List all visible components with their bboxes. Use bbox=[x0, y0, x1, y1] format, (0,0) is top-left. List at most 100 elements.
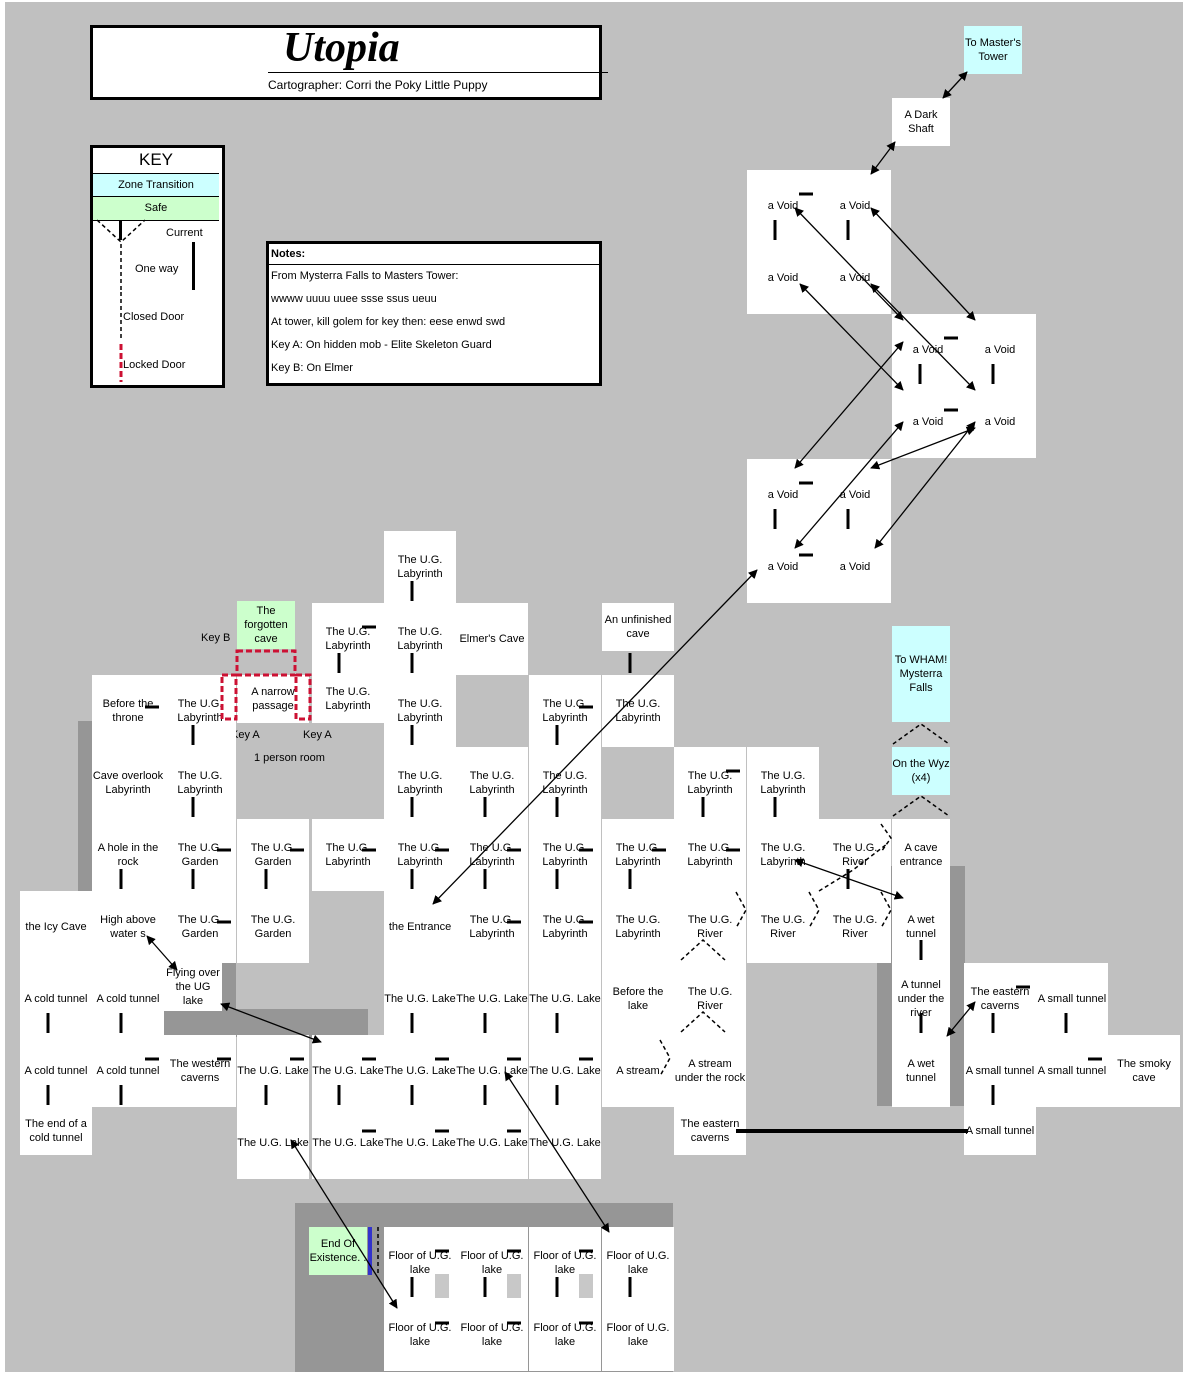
two-way-arrow bbox=[794, 858, 904, 900]
vertical-passage bbox=[991, 1013, 995, 1033]
horizontal-passage bbox=[726, 769, 740, 773]
room-void[interactable]: a Void bbox=[964, 314, 1036, 386]
room-void[interactable]: a Void bbox=[964, 386, 1036, 458]
room-cave-overlook[interactable]: Cave overlook Labyrinth bbox=[92, 747, 164, 819]
room-cold-tunnel[interactable]: A cold tunnel bbox=[20, 1035, 92, 1107]
room-floor-ug-lake[interactable]: Floor of U.G. lake bbox=[602, 1299, 674, 1371]
horizontal-passage bbox=[579, 1057, 593, 1061]
room-forgotten-cave[interactable]: The forgotten cave bbox=[237, 601, 295, 649]
notes-line: At tower, kill golem for key then: eese … bbox=[271, 316, 506, 328]
horizontal-passage bbox=[217, 920, 231, 924]
room-void[interactable]: a Void bbox=[747, 531, 819, 603]
room-small-tunnel[interactable]: A small tunnel bbox=[964, 1035, 1036, 1107]
horizontal-passage bbox=[362, 1057, 376, 1061]
key-a-label: Key A bbox=[303, 729, 332, 741]
room-ug-garden[interactable]: The U.G. Garden bbox=[164, 819, 236, 891]
room-floor-ug-lake[interactable]: Floor of U.G. lake bbox=[602, 1227, 674, 1299]
vertical-passage bbox=[119, 869, 123, 889]
horizontal-passage bbox=[726, 848, 740, 852]
room-ug-lake[interactable]: The U.G. Lake bbox=[237, 1035, 309, 1107]
room-cold-tunnel[interactable]: A cold tunnel bbox=[20, 963, 92, 1035]
room-cold-tunnel[interactable]: A cold tunnel bbox=[92, 1035, 164, 1107]
horizontal-passage bbox=[435, 1057, 449, 1061]
notes-line: Key B: On Elmer bbox=[271, 362, 353, 374]
room-small-tunnel[interactable]: A small tunnel bbox=[964, 1107, 1036, 1155]
room-small-tunnel[interactable]: A small tunnel bbox=[1036, 1035, 1108, 1107]
horizontal-passage bbox=[145, 705, 159, 709]
key-one-way: One way bbox=[135, 263, 179, 275]
room-ug-labyrinth[interactable]: The U.G. Labyrinth bbox=[164, 675, 236, 747]
horizontal-passage bbox=[290, 848, 304, 852]
vertical-passage bbox=[264, 1085, 268, 1105]
closed-door-icon bbox=[735, 891, 747, 929]
closed-door-icon bbox=[892, 795, 950, 817]
horizontal-passage bbox=[435, 1129, 449, 1133]
closed-door-icon bbox=[892, 723, 950, 745]
room-hole-in-rock[interactable]: A hole in the rock bbox=[92, 819, 164, 891]
room-ug-garden[interactable]: The U.G. Garden bbox=[237, 891, 309, 963]
notes-line: wwww uuuu uuee ssse ssus ueuu bbox=[271, 293, 437, 305]
horizontal-passage bbox=[435, 1249, 449, 1253]
room-floor-ug-lake[interactable]: Floor of U.G. lake bbox=[529, 1299, 601, 1371]
room-floor-ug-lake[interactable]: Floor of U.G. lake bbox=[456, 1299, 528, 1371]
room-before-lake[interactable]: Before the lake bbox=[602, 963, 674, 1035]
vertical-passage bbox=[628, 1277, 632, 1297]
room-flying-over-lake[interactable]: Flying over the UG lake bbox=[164, 963, 222, 1011]
room-ug-labyrinth[interactable]: The U.G. Labyrinth bbox=[312, 603, 384, 675]
map-canvas: Utopia Cartographer: Corri the Poky Litt… bbox=[5, 2, 1183, 1372]
room-ug-labyrinth[interactable]: The U.G. Labyrinth bbox=[312, 675, 384, 723]
room-small-tunnel[interactable]: A small tunnel bbox=[1036, 963, 1108, 1035]
vertical-passage bbox=[410, 1277, 414, 1297]
room-masters-tower[interactable]: To Master's Tower bbox=[964, 26, 1022, 74]
notes-heading: Notes: bbox=[269, 244, 599, 265]
room-wham-mysterra-falls[interactable]: To WHAM! Mysterra Falls bbox=[892, 626, 950, 722]
room-ug-lake[interactable]: The U.G. Lake bbox=[529, 963, 601, 1035]
room-ug-river[interactable]: The U.G. River bbox=[819, 891, 891, 963]
room-eastern-caverns[interactable]: The eastern caverns bbox=[674, 1107, 746, 1155]
room-ug-labyrinth[interactable]: The U.G. Labyrinth bbox=[747, 747, 819, 819]
key-current: Current bbox=[166, 227, 203, 239]
vertical-passage bbox=[483, 869, 487, 889]
two-way-arrow bbox=[290, 1139, 398, 1309]
vertical-passage bbox=[410, 1085, 414, 1105]
horizontal-passage bbox=[579, 848, 593, 852]
two-way-arrow bbox=[870, 426, 976, 470]
room-stream-under-rock[interactable]: A stream under the rock bbox=[674, 1035, 746, 1107]
room-ug-lake[interactable]: The U.G. Lake bbox=[384, 963, 456, 1035]
two-way-arrow bbox=[220, 1002, 322, 1044]
room-on-the-wyz[interactable]: On the Wyz (x4) bbox=[892, 747, 950, 795]
room-entrance[interactable]: the Entrance bbox=[384, 891, 456, 963]
vertical-passage bbox=[555, 1277, 559, 1297]
room-floor-ug-lake[interactable]: Floor of U.G. lake bbox=[384, 1299, 456, 1371]
current-marker bbox=[119, 220, 122, 240]
room-ug-labyrinth[interactable]: The U.G. Labyrinth bbox=[312, 819, 384, 891]
room-dark-shaft[interactable]: A Dark Shaft bbox=[892, 98, 950, 146]
vertical-passage bbox=[483, 797, 487, 817]
one-way-marker bbox=[192, 242, 195, 290]
vertical-passage bbox=[410, 869, 414, 889]
room-ug-lake[interactable]: The U.G. Lake bbox=[456, 963, 528, 1035]
key-closed-door: Closed Door bbox=[123, 311, 185, 323]
room-wet-tunnel[interactable]: A wet tunnel bbox=[892, 1035, 950, 1107]
two-way-arrow bbox=[432, 569, 758, 905]
vertical-passage bbox=[46, 1013, 50, 1033]
room-ug-lake[interactable]: The U.G. Lake bbox=[384, 1035, 456, 1107]
two-way-arrow bbox=[874, 421, 976, 549]
room-cold-tunnel[interactable]: A cold tunnel bbox=[92, 963, 164, 1035]
room-ug-garden[interactable]: The U.G. Garden bbox=[237, 819, 309, 891]
vertical-passage bbox=[264, 869, 268, 889]
room-ug-labyrinth[interactable]: The U.G. Labyrinth bbox=[164, 747, 236, 819]
room-ug-river[interactable]: The U.G. River bbox=[674, 963, 746, 1035]
two-way-arrow bbox=[146, 935, 178, 971]
room-before-throne[interactable]: Before the throne bbox=[92, 675, 164, 747]
room-smoky-cave[interactable]: The smoky cave bbox=[1108, 1035, 1180, 1107]
vertical-passage bbox=[119, 1013, 123, 1033]
room-ug-river[interactable]: The U.G. River bbox=[747, 891, 819, 963]
horizontal-passage bbox=[652, 848, 666, 852]
room-end-cold-tunnel[interactable]: The end of a cold tunnel bbox=[20, 1107, 92, 1155]
vertical-passage bbox=[773, 220, 777, 240]
room-western-caverns[interactable]: The western caverns bbox=[164, 1035, 236, 1107]
room-icy-cave[interactable]: the Icy Cave bbox=[20, 891, 92, 963]
room-eastern-caverns[interactable]: The eastern caverns bbox=[964, 963, 1036, 1035]
room-ug-lake[interactable]: The U.G. Lake bbox=[312, 1035, 384, 1107]
